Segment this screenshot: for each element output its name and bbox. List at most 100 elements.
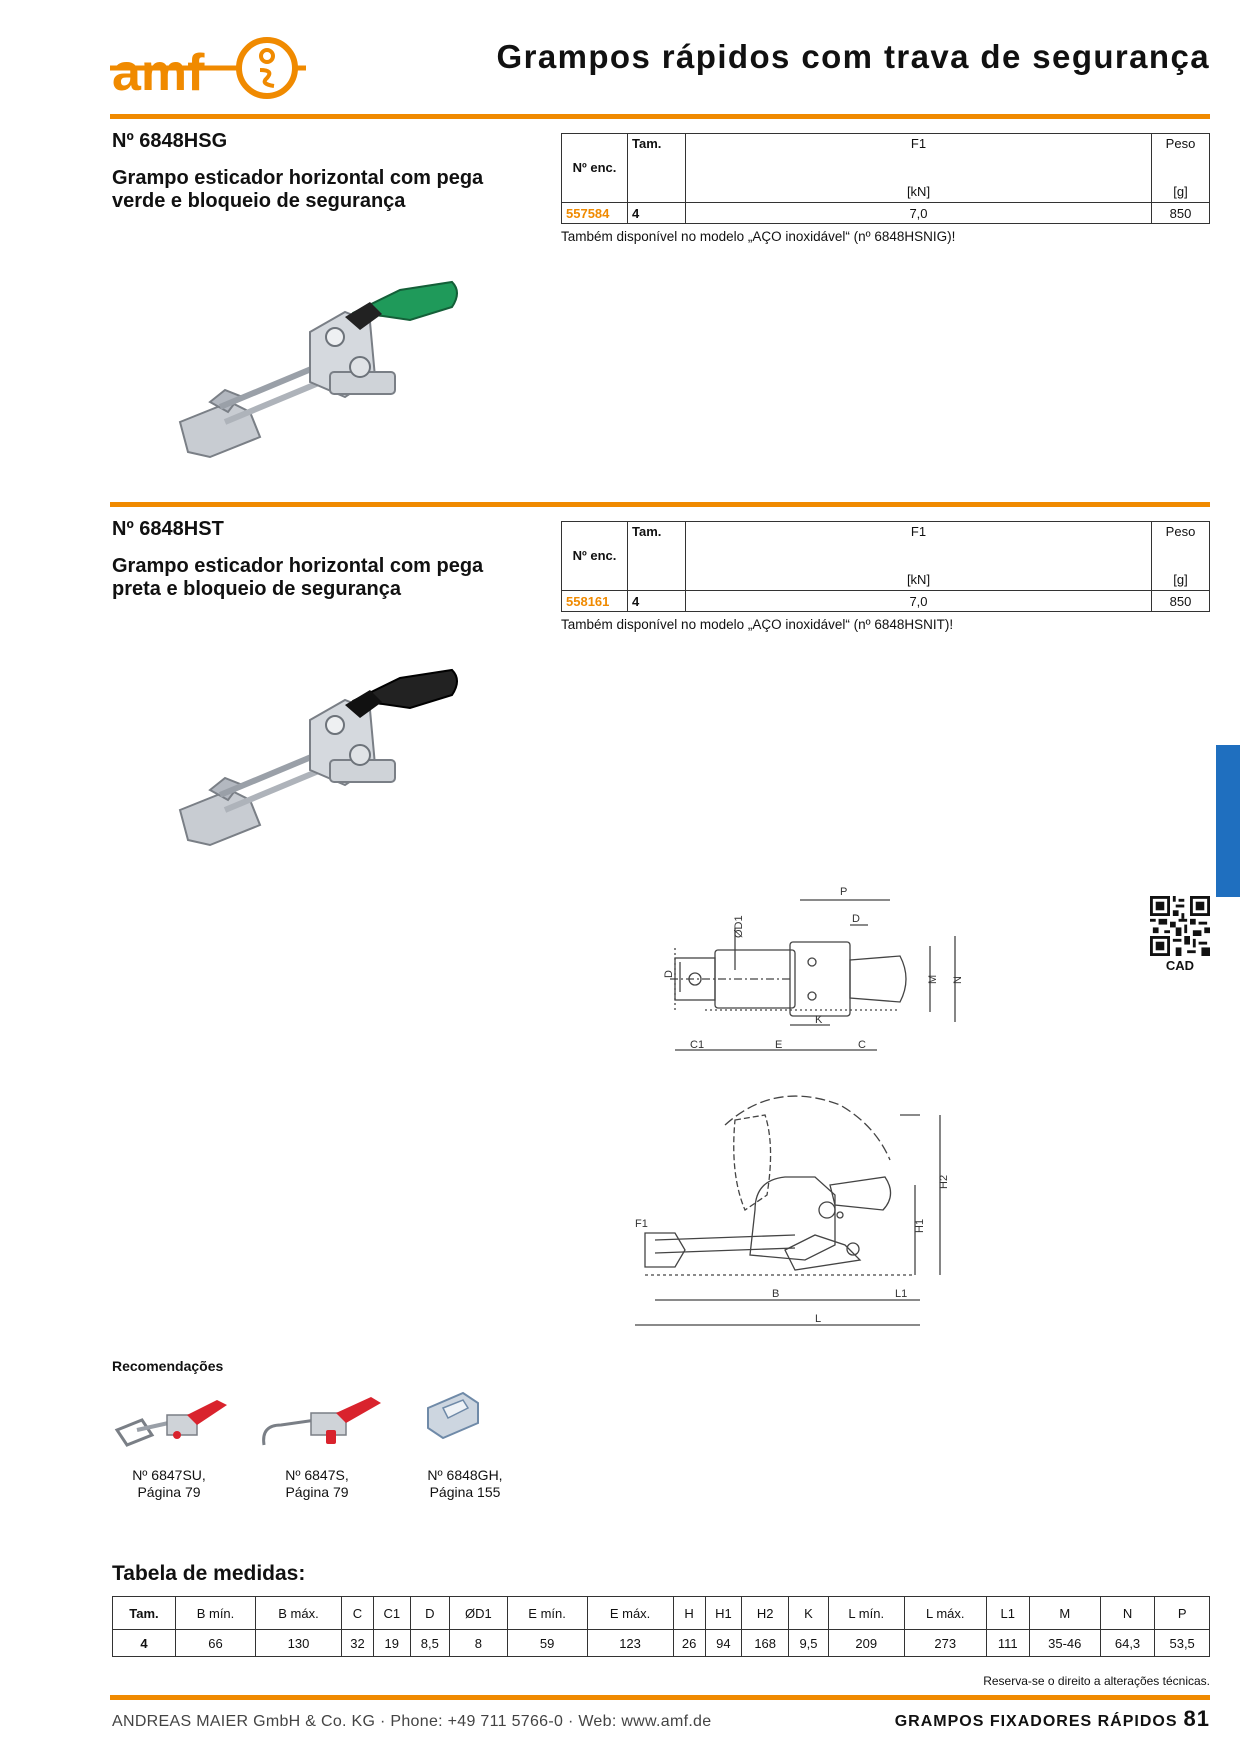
col-header: L máx. bbox=[903, 1596, 987, 1630]
col-header: E máx. bbox=[586, 1596, 674, 1630]
col-header: N bbox=[1099, 1596, 1156, 1630]
clamp-image-black bbox=[178, 668, 458, 847]
section-divider bbox=[110, 114, 1210, 119]
svg-text:B: B bbox=[772, 1288, 779, 1300]
svg-text:F1: F1 bbox=[635, 1218, 648, 1230]
col-header: C bbox=[340, 1596, 375, 1630]
product-description: Grampo esticador horizontal com pega ver… bbox=[112, 167, 484, 212]
col-header: B mín. bbox=[175, 1596, 256, 1630]
svg-text:H2: H2 bbox=[938, 1175, 950, 1189]
svg-text:P: P bbox=[840, 886, 847, 898]
col-header: C1 bbox=[373, 1596, 411, 1630]
svg-text:M: M bbox=[927, 975, 939, 984]
cad-label: CAD bbox=[1165, 958, 1195, 973]
qr-code-icon[interactable] bbox=[1150, 896, 1210, 956]
col-header: K bbox=[788, 1596, 829, 1630]
table-cell: 32 bbox=[340, 1629, 375, 1657]
logo-wordmark: amf bbox=[112, 44, 205, 102]
reco-image-6847s[interactable] bbox=[256, 1385, 386, 1455]
section-name: GRAMPOS FIXADORES RÁPIDOS bbox=[894, 1713, 1178, 1730]
col-header: L1 bbox=[985, 1596, 1030, 1630]
section-footer: GRAMPOS FIXADORES RÁPIDOS 81 bbox=[895, 1706, 1210, 1732]
svg-text:L: L bbox=[815, 1313, 821, 1325]
reco-image-6847su[interactable] bbox=[112, 1385, 232, 1455]
product-number: Nº 6848HST bbox=[112, 518, 224, 540]
col-order-no: Nº enc. bbox=[561, 133, 628, 203]
legal-note: Reserva-se o direito a alterações técnic… bbox=[983, 1674, 1210, 1688]
col-header: H2 bbox=[741, 1596, 790, 1630]
table-cell: 123 bbox=[586, 1629, 674, 1657]
table-cell: 8 bbox=[449, 1629, 508, 1657]
svg-text:D: D bbox=[663, 970, 675, 978]
svg-text:H1: H1 bbox=[914, 1219, 926, 1233]
svg-text:C: C bbox=[858, 1039, 866, 1051]
page-number: 81 bbox=[1183, 1706, 1210, 1731]
technical-drawing-side: H2 H1 F1 H B L1 L bbox=[635, 1095, 950, 1326]
svg-text:ØD1: ØD1 bbox=[733, 915, 745, 938]
table-cell: 66 bbox=[175, 1629, 256, 1657]
table-cell: 94 bbox=[704, 1629, 743, 1657]
page-title: Grampos rápidos com trava de segurança bbox=[496, 38, 1210, 75]
svg-text:C1: C1 bbox=[690, 1039, 704, 1051]
product-description: Grampo esticador horizontal com pega pre… bbox=[112, 555, 484, 600]
col-header: D bbox=[409, 1596, 451, 1630]
product-spec-table: Nº enc. Tam. F1[kN] Peso[g] 558161 4 7,0… bbox=[561, 521, 1210, 612]
svg-text:K: K bbox=[815, 1014, 823, 1026]
col-header: Tam. bbox=[112, 1596, 176, 1630]
footer-divider bbox=[110, 1695, 1210, 1700]
svg-text:E: E bbox=[775, 1039, 782, 1051]
svg-text:D: D bbox=[852, 913, 860, 925]
table-cell: 111 bbox=[985, 1629, 1030, 1657]
product-spec-table: Nº enc. Tam. F1[kN] Peso[g] 557584 4 7,0… bbox=[561, 133, 1210, 224]
measurements-title: Tabela de medidas: bbox=[112, 1562, 306, 1585]
table-cell: 168 bbox=[741, 1629, 790, 1657]
col-size: Tam. bbox=[627, 133, 686, 203]
order-number-link[interactable]: 557584 bbox=[561, 202, 628, 224]
col-weight: Peso[g] bbox=[1151, 521, 1210, 591]
table-cell: 59 bbox=[506, 1629, 588, 1657]
col-header: ØD1 bbox=[449, 1596, 508, 1630]
chapter-tab bbox=[1216, 745, 1240, 897]
table-row: 558161 4 7,0 850 bbox=[561, 590, 1210, 612]
table-cell: 64,3 bbox=[1099, 1629, 1156, 1657]
reco-image-6848gh[interactable] bbox=[418, 1378, 488, 1443]
table-cell: 4 bbox=[112, 1629, 176, 1657]
table-cell: 209 bbox=[827, 1629, 905, 1657]
product-note: Também disponível no modelo „AÇO inoxidá… bbox=[561, 229, 956, 244]
reco-item[interactable]: Nº 6847SU, Página 79 bbox=[132, 1467, 206, 1500]
table-cell: 26 bbox=[672, 1629, 706, 1657]
section-divider bbox=[110, 502, 1210, 507]
product-note: Também disponível no modelo „AÇO inoxidá… bbox=[561, 617, 954, 632]
product-number: Nº 6848HSG bbox=[112, 130, 228, 152]
col-size: Tam. bbox=[627, 521, 686, 591]
col-f1: F1[kN] bbox=[685, 133, 1152, 203]
technical-drawing-top: P D ØD1 D M N K C1 E C bbox=[663, 886, 964, 1051]
col-header: L mín. bbox=[827, 1596, 905, 1630]
table-cell: 53,5 bbox=[1154, 1629, 1210, 1657]
svg-text:N: N bbox=[952, 976, 964, 984]
recommendations-title: Recomendações bbox=[112, 1358, 224, 1374]
col-header: M bbox=[1028, 1596, 1101, 1630]
black-grip bbox=[351, 668, 458, 710]
table-cell: 8,5 bbox=[409, 1629, 451, 1657]
col-f1: F1[kN] bbox=[685, 521, 1152, 591]
col-header: P bbox=[1154, 1596, 1210, 1630]
col-header: H bbox=[672, 1596, 706, 1630]
table-cell: 130 bbox=[254, 1629, 342, 1657]
col-weight: Peso[g] bbox=[1151, 133, 1210, 203]
reco-item[interactable]: Nº 6848GH, Página 155 bbox=[427, 1467, 503, 1500]
table-cell: 35-46 bbox=[1028, 1629, 1101, 1657]
amf-logo: amf bbox=[110, 37, 306, 102]
table-cell: 19 bbox=[373, 1629, 411, 1657]
table-cell: 9,5 bbox=[788, 1629, 829, 1657]
clamp-image-green bbox=[178, 280, 458, 459]
col-header: E mín. bbox=[506, 1596, 588, 1630]
reco-item[interactable]: Nº 6847S, Página 79 bbox=[285, 1467, 349, 1500]
order-number-link[interactable]: 558161 bbox=[561, 590, 628, 612]
table-cell: 273 bbox=[903, 1629, 987, 1657]
green-grip bbox=[351, 280, 458, 322]
company-info: ANDREAS MAIER GmbH & Co. KG · Phone: +49… bbox=[112, 1713, 712, 1730]
